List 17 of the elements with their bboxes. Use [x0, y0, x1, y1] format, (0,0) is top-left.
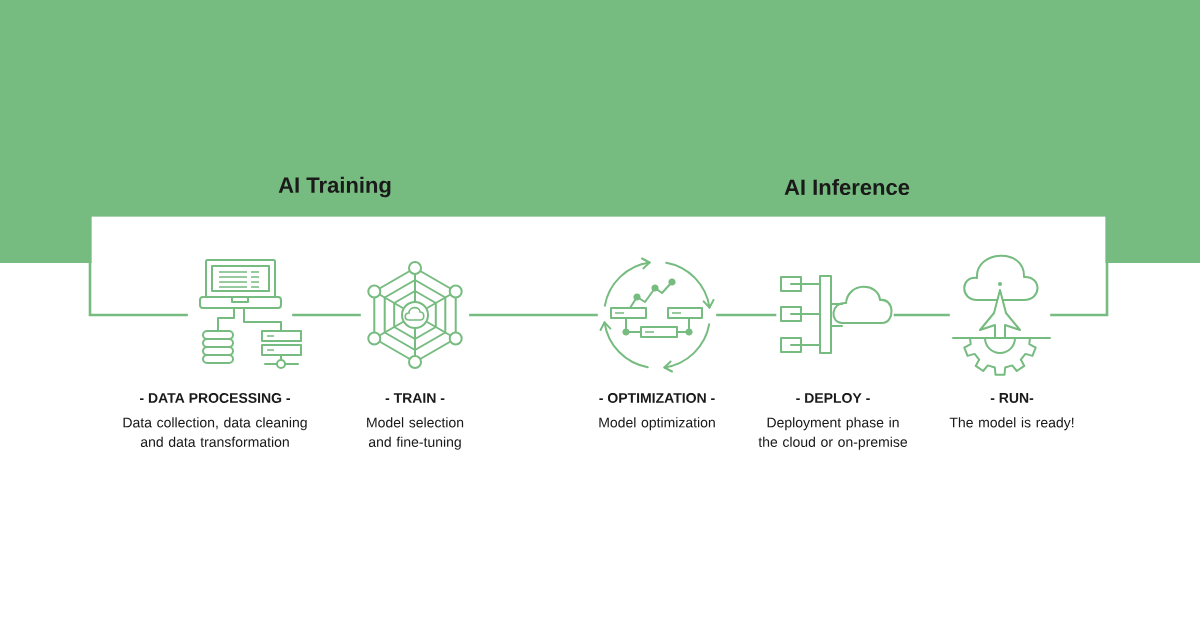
connector-line: [893, 313, 950, 317]
section-title: AI Inference: [784, 178, 910, 196]
step-heading: - OPTIMIZATION -: [599, 393, 715, 403]
section-title: AI Training: [278, 176, 391, 198]
connector-line: [88, 213, 1109, 317]
step-description: The model is ready!: [949, 417, 1074, 431]
connector-line: [292, 313, 361, 317]
connector-line: [469, 313, 598, 317]
step-description: Model selection and fine-tuning: [367, 417, 464, 450]
step-heading: - RUN-: [990, 393, 1034, 403]
step-description: Deployment phase in the cloud or on-premise: [758, 417, 908, 450]
step-description: Model optimization: [599, 417, 715, 431]
step-heading: - DATA PROCESSING -: [140, 393, 290, 403]
step-heading: - TRAIN -: [385, 393, 445, 403]
connector-line: [716, 313, 777, 317]
step-heading: - DEPLOY -: [796, 393, 870, 403]
step-description: Data collection, data cleaning and data transformation: [123, 417, 307, 447]
